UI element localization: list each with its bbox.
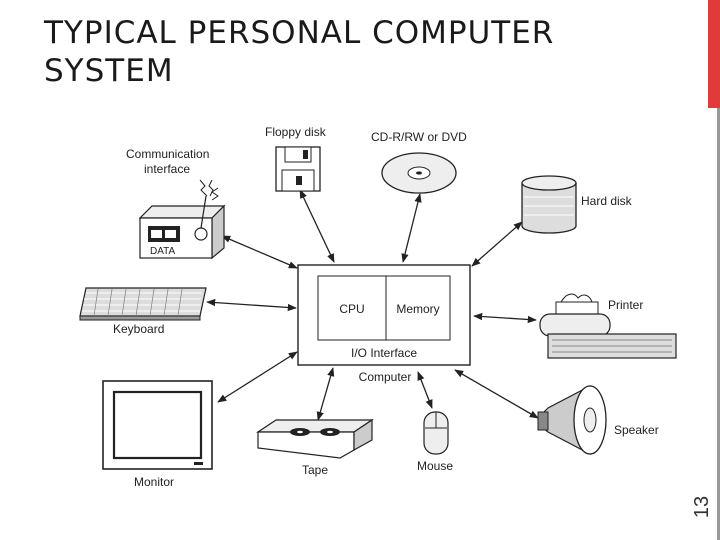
connector-tape [316, 367, 335, 421]
cd-icon [381, 152, 457, 194]
computer-label: Computer [359, 370, 412, 384]
mouse-icon [423, 411, 449, 455]
keyboard-icon [79, 287, 207, 321]
cdrom-label: CD-R/RW or DVD [371, 130, 467, 144]
printer-icon [539, 293, 677, 359]
cpu-box [317, 275, 387, 341]
connector-speaker [454, 369, 539, 419]
connector-monitor [217, 351, 298, 403]
connectors [206, 189, 539, 421]
speaker-icon [537, 385, 607, 455]
title-line-1: TYPICAL PERSONAL COMPUTER [44, 15, 555, 51]
io-interface-label: I/O Interface [351, 346, 417, 360]
connector-floppy [299, 189, 335, 263]
hard-disk-icon [521, 175, 577, 234]
mouse-label: Mouse [417, 459, 453, 473]
communication-interface-icon [138, 179, 226, 260]
computer-box: CPU Memory I/O Interface [297, 264, 471, 366]
memory-box [385, 275, 451, 341]
comm-label-line2: interface [144, 162, 190, 176]
floppy-disk-icon [275, 146, 321, 192]
connector-printer [473, 312, 537, 324]
connector-comm [221, 235, 298, 269]
printer-label: Printer [608, 298, 643, 312]
harddisk-label: Hard disk [581, 194, 633, 208]
tape-label: Tape [302, 463, 328, 477]
side-rule [717, 108, 720, 540]
monitor-icon [102, 380, 213, 470]
title-line-2: SYSTEM [44, 53, 174, 89]
accent-bar [708, 0, 720, 108]
page-title: TYPICAL PERSONAL COMPUTER SYSTEM [44, 14, 554, 90]
data-label: DATA [150, 246, 176, 257]
connector-harddisk [471, 221, 523, 267]
connector-keyboard [206, 298, 297, 312]
comm-label-line1: Communication [126, 147, 209, 161]
cpu-label: CPU [339, 302, 364, 316]
keyboard-label: Keyboard [113, 322, 164, 336]
floppy-label: Floppy disk [265, 125, 327, 139]
speaker-label: Speaker [614, 423, 659, 437]
tape-icon [256, 418, 374, 459]
monitor-label: Monitor [134, 475, 174, 489]
memory-label: Memory [396, 302, 439, 316]
connector-cdrom [401, 193, 422, 263]
connector-mouse [417, 371, 433, 409]
